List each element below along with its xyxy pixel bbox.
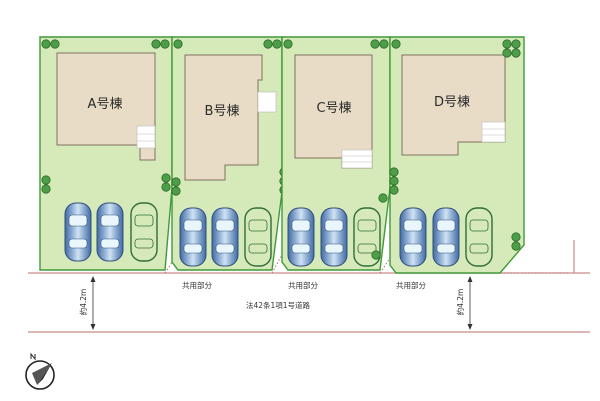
road-label: 法42条1項1号道路 [246,300,311,310]
tree-icon [151,39,161,49]
lot-d: D号棟 [389,36,525,274]
tree-icon [389,167,399,177]
tree-icon [171,186,181,196]
car-icon [432,207,460,267]
tree-icon [272,39,282,49]
building-b [184,54,263,181]
car-icon [399,207,427,267]
common-area-label-1: 共用部分 [182,280,212,290]
lot-c: C号棟 [281,36,391,271]
tree-icon [389,176,399,186]
tree-icon [173,39,183,49]
tree-icon [160,39,170,49]
tree-icon [389,185,399,195]
road-width-label: 約4.2m [78,289,88,316]
car-icon [96,202,124,262]
tree-icon [378,193,388,203]
lot-a: A号棟 [39,36,173,271]
car-icon [211,207,239,267]
tree-icon [171,177,181,187]
tree-icon [391,39,401,49]
tree-icon [41,175,51,185]
lot-b: B号棟 [171,36,289,271]
tree-icon [161,173,171,183]
tree-icon [41,184,51,194]
building-label-c: C号棟 [316,101,351,116]
tree-icon [263,39,273,49]
tree-icon [511,48,521,58]
road-width-dimension-left: 約4.2m [78,276,96,330]
tree-icon [502,48,512,58]
tree-icon [379,39,389,49]
common-area-dots [164,249,181,274]
car-icon [64,202,92,262]
tree-icon [370,39,380,49]
car-icon [179,207,207,267]
tree-icon [511,241,521,251]
common-area-label-3: 共用部分 [396,280,426,290]
tree-icon [511,232,521,242]
tree-icon [50,39,60,49]
building-label-d: D号棟 [434,95,470,110]
building-label-a: A号棟 [88,97,123,112]
common-area-label-2: 共用部分 [288,280,318,290]
tree-icon [511,39,521,49]
tree-icon [41,39,51,49]
road-width-dimension-right: 約4.2m [455,276,473,330]
car-icon [287,207,315,267]
north-compass-icon [25,352,55,390]
building-a [56,52,156,161]
tree-icon [283,39,293,49]
tree-icon [371,250,381,260]
tree-icon [161,182,171,192]
building-label-b: B号棟 [205,104,240,119]
car-icon [320,207,348,267]
road-width-label: 約4.2m [455,289,465,316]
tree-icon [502,39,512,49]
